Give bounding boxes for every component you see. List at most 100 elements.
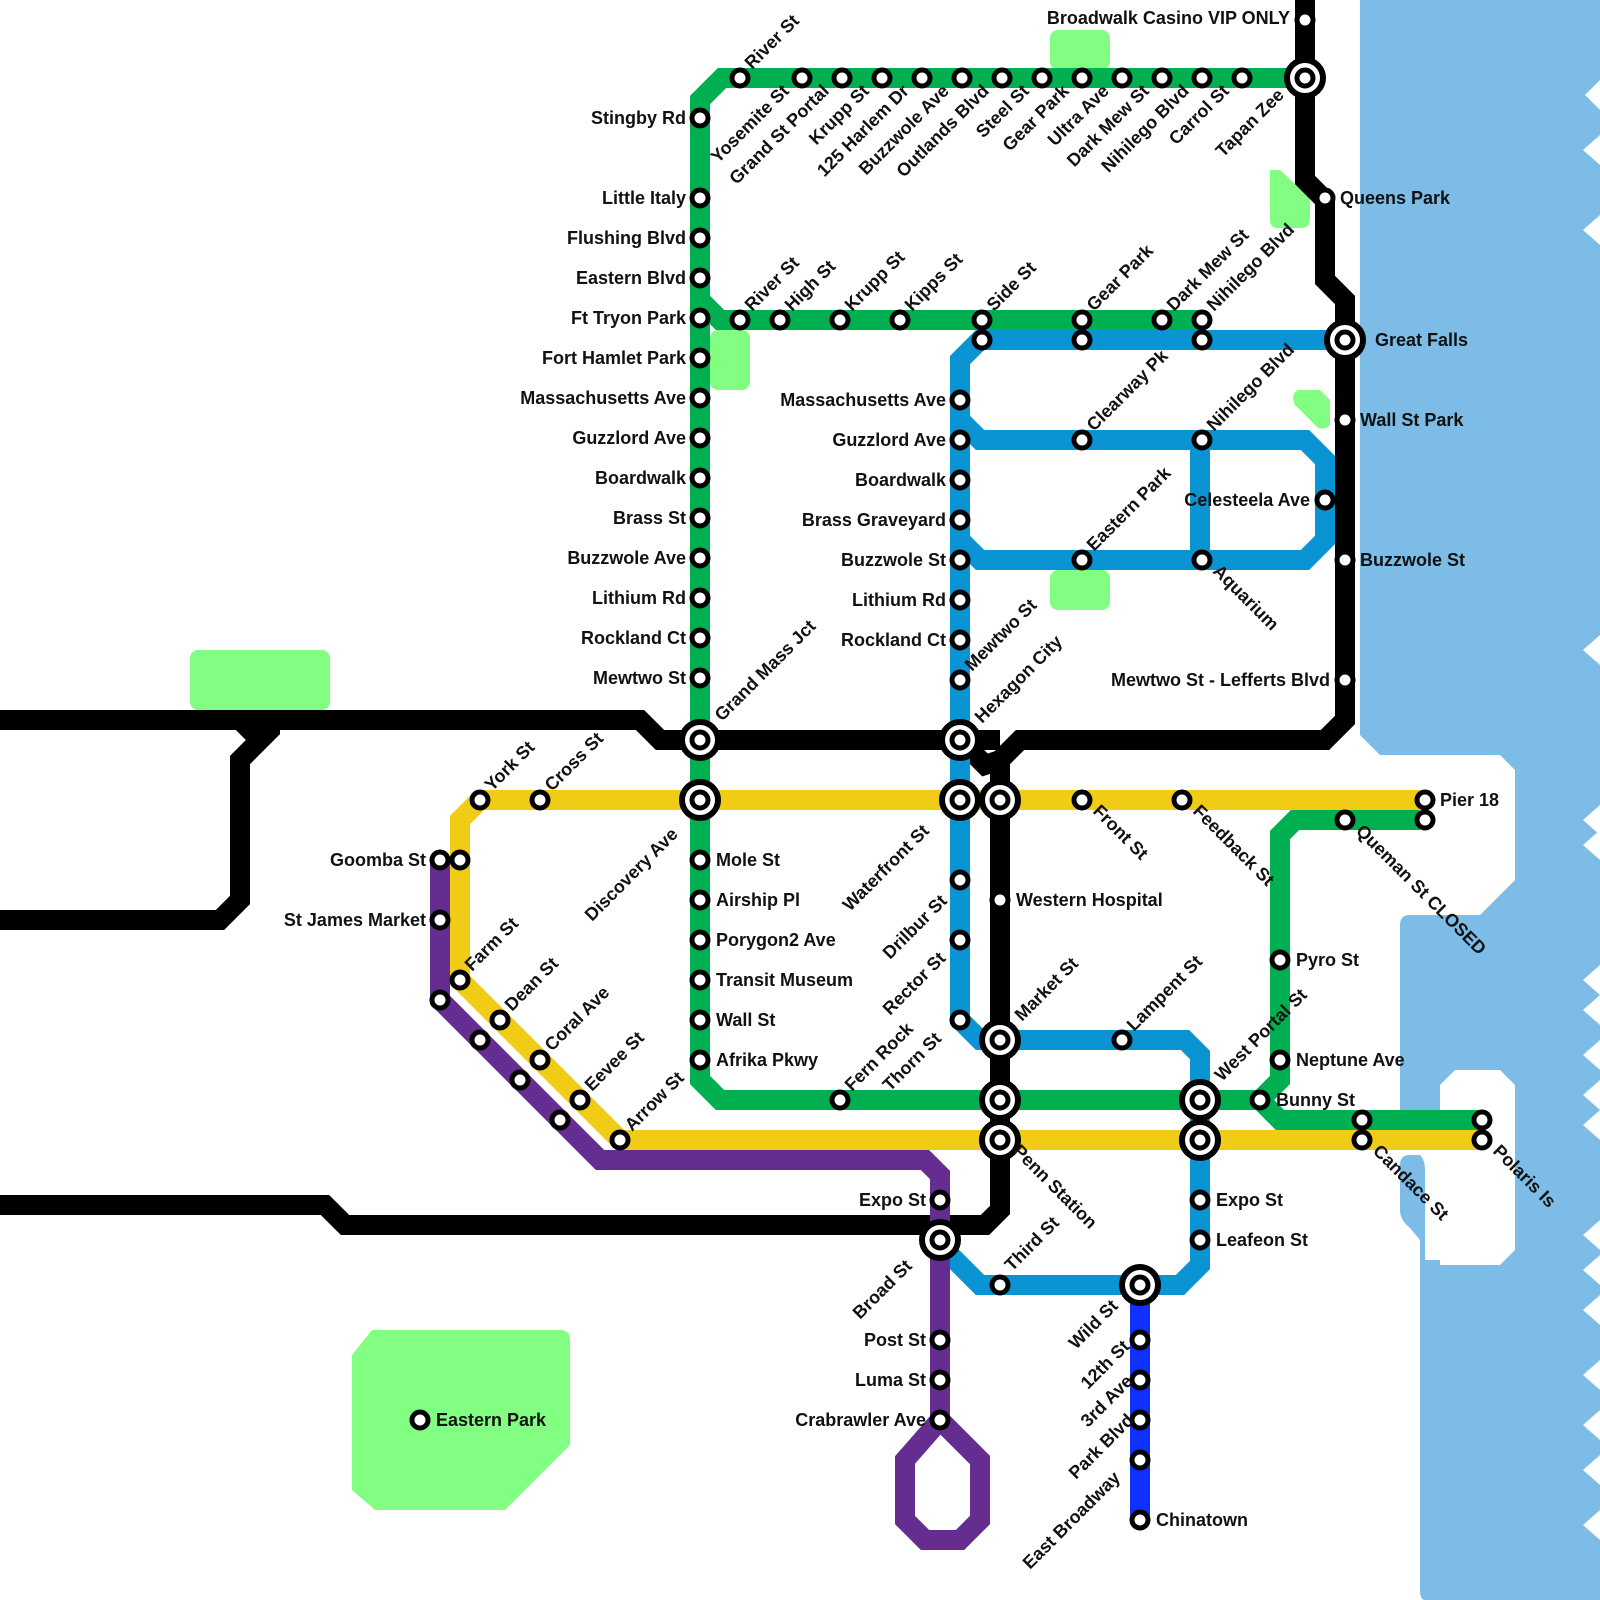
purple-line-loop[interactable] <box>895 1412 990 1550</box>
station-marker[interactable] <box>949 669 971 691</box>
station-marker[interactable] <box>429 909 451 931</box>
station-marker[interactable] <box>449 849 471 871</box>
station-marker[interactable] <box>1151 67 1173 89</box>
station-label[interactable]: Luma St <box>855 1370 926 1390</box>
station-label[interactable]: Fort Hamlet Park <box>542 348 687 368</box>
station-label[interactable]: Third St <box>1001 1213 1063 1275</box>
station-marker[interactable] <box>1189 1229 1211 1251</box>
station-marker[interactable] <box>689 587 711 609</box>
station-label[interactable]: Queens Park <box>1340 188 1451 208</box>
station-label[interactable]: Eevee St <box>581 1028 648 1095</box>
station-marker[interactable] <box>1129 1369 1151 1391</box>
station-label[interactable]: Rockland Ct <box>841 630 946 650</box>
station-marker[interactable] <box>949 549 971 571</box>
station-marker[interactable] <box>689 969 711 991</box>
station-marker[interactable] <box>689 227 711 249</box>
black-line-route[interactable] <box>0 0 1355 1235</box>
station-label[interactable]: Boardwalk <box>595 468 687 488</box>
station-label[interactable]: Transit Museum <box>716 970 853 990</box>
station-label[interactable]: Cross St <box>541 728 607 794</box>
station-label[interactable]: Front St <box>1089 801 1152 864</box>
station-marker[interactable] <box>829 309 851 331</box>
station-label[interactable]: Massachusetts Ave <box>520 388 686 408</box>
station-marker[interactable] <box>929 1329 951 1351</box>
station-label[interactable]: Chinatown <box>1156 1510 1248 1530</box>
station-label[interactable]: Side St <box>983 258 1040 315</box>
station-marker[interactable] <box>1334 549 1356 571</box>
station-marker[interactable] <box>1269 949 1291 971</box>
station-marker[interactable] <box>689 507 711 529</box>
station-marker[interactable] <box>951 67 973 89</box>
station-label[interactable]: Expo St <box>859 1190 926 1210</box>
station-label[interactable]: Airship Pl <box>716 890 800 910</box>
station-label[interactable]: Drilbur St <box>879 891 951 963</box>
station-marker[interactable] <box>1071 309 1093 331</box>
station-marker[interactable] <box>689 187 711 209</box>
station-label[interactable]: Krupp St <box>841 247 909 315</box>
station-label[interactable]: River St <box>741 11 803 73</box>
station-marker[interactable] <box>1471 1129 1493 1151</box>
station-label[interactable]: Grand Mass Jct <box>711 616 820 725</box>
station-label[interactable]: Eastern Park <box>1083 462 1176 555</box>
station-marker[interactable] <box>1334 409 1356 431</box>
station-label[interactable]: Brass Graveyard <box>802 510 946 530</box>
station-marker[interactable] <box>949 429 971 451</box>
station-label[interactable]: Porygon2 Ave <box>716 930 836 950</box>
station-marker[interactable] <box>1111 1029 1133 1051</box>
station-label[interactable]: Lithium Rd <box>852 590 946 610</box>
station-label[interactable]: Buzzwole Ave <box>567 548 686 568</box>
station-marker[interactable] <box>729 309 751 331</box>
station-marker[interactable] <box>1111 67 1133 89</box>
station-label[interactable]: Boardwalk <box>855 470 947 490</box>
station-label[interactable]: Leafeon St <box>1216 1230 1308 1250</box>
station-marker[interactable] <box>549 1109 571 1131</box>
station-marker[interactable] <box>529 1049 551 1071</box>
station-label[interactable]: East Broadway <box>1019 1467 1124 1572</box>
station-label[interactable]: Kipps St <box>901 249 967 315</box>
yellow-line[interactable] <box>450 790 1480 1150</box>
station-marker[interactable] <box>689 547 711 569</box>
station-marker[interactable] <box>689 467 711 489</box>
station-marker[interactable] <box>509 1069 531 1091</box>
station-label[interactable]: Afrika Pkwy <box>716 1050 818 1070</box>
station-label[interactable]: Discovery Ave <box>581 824 682 925</box>
station-label[interactable]: Buzzwole St <box>1360 550 1465 570</box>
blue-line-main[interactable] <box>932 330 1345 1295</box>
station-marker[interactable] <box>949 929 971 951</box>
station-marker[interactable] <box>729 67 751 89</box>
station-label[interactable]: Massachusetts Ave <box>780 390 946 410</box>
station-label[interactable]: Pyro St <box>1296 950 1359 970</box>
station-label[interactable]: Waterfront St <box>839 821 933 915</box>
station-label[interactable]: Lithium Rd <box>592 588 686 608</box>
station-marker[interactable] <box>689 849 711 871</box>
station-label[interactable]: Celesteela Ave <box>1184 490 1310 510</box>
station-label[interactable]: Feedback St <box>1189 801 1278 890</box>
station-label[interactable]: Post St <box>864 1330 926 1350</box>
station-marker[interactable] <box>1189 1189 1211 1211</box>
station-marker[interactable] <box>689 267 711 289</box>
station-marker[interactable] <box>1129 1329 1151 1351</box>
station-marker[interactable] <box>929 1409 951 1431</box>
station-marker[interactable] <box>831 67 853 89</box>
station-marker[interactable] <box>1334 809 1356 831</box>
station-marker[interactable] <box>1151 309 1173 331</box>
station-label[interactable]: Guzzlord Ave <box>572 428 686 448</box>
station-label[interactable]: Western Hospital <box>1016 890 1163 910</box>
station-label[interactable]: Brass St <box>613 508 686 528</box>
station-marker[interactable] <box>489 1009 511 1031</box>
station-marker[interactable] <box>689 667 711 689</box>
station-marker[interactable] <box>1351 1109 1373 1131</box>
station-label[interactable]: Eastern Park <box>436 1410 547 1430</box>
station-label[interactable]: Eastern Blvd <box>576 268 686 288</box>
station-marker[interactable] <box>791 67 813 89</box>
station-marker[interactable] <box>911 67 933 89</box>
station-marker[interactable] <box>1191 549 1213 571</box>
station-marker[interactable] <box>949 589 971 611</box>
station-label[interactable]: Gear Park <box>1083 240 1158 315</box>
station-label[interactable]: Wall St Park <box>1360 410 1464 430</box>
station-marker[interactable] <box>1031 67 1053 89</box>
station-label[interactable]: Stingby Rd <box>591 108 686 128</box>
station-marker[interactable] <box>469 789 491 811</box>
station-marker[interactable] <box>689 1049 711 1071</box>
station-marker[interactable] <box>1191 429 1213 451</box>
